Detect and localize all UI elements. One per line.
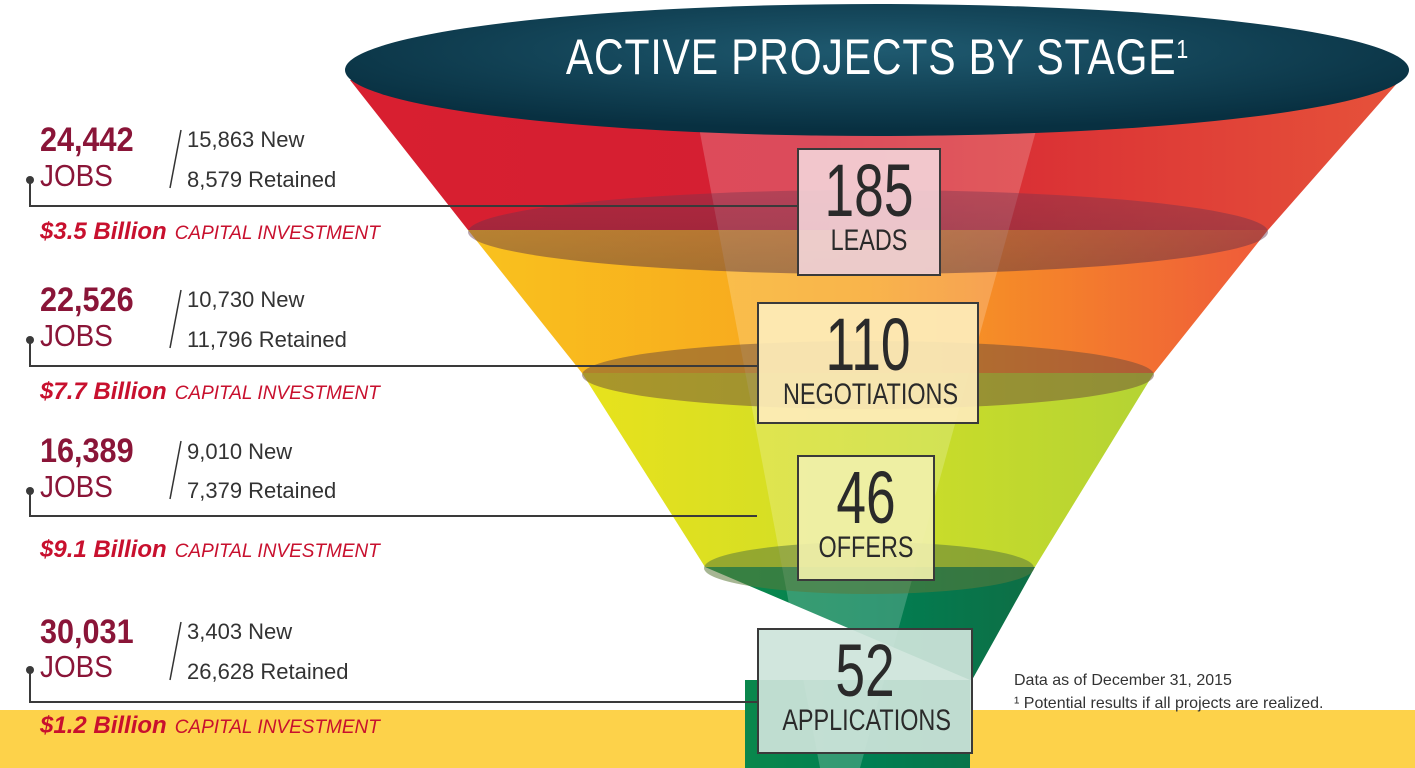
dot-4 [26, 666, 34, 674]
footnote-text: ¹ Potential results if all projects are … [1014, 695, 1324, 712]
stage-count: 46 [836, 456, 896, 539]
stage-box-applications: 52 APPLICATIONS [757, 628, 973, 754]
jobs-total: 16,389 [40, 432, 134, 470]
connector-dots [26, 176, 34, 674]
jobs-label: JOBS [40, 318, 113, 353]
jobs-slashes [169, 129, 182, 681]
jobs-total: 24,442 [40, 121, 134, 159]
slash-4 [169, 621, 182, 681]
jobs-new: 3,403 New [187, 619, 293, 644]
capital-investment: $1.2 Billion CAPITAL INVESTMENT [40, 712, 380, 740]
connector-2 [29, 340, 757, 367]
jobs-retained: 8,579 Retained [187, 167, 337, 192]
dot-1 [26, 176, 34, 184]
capital-amount: $9.1 Billion [40, 536, 167, 563]
capital-label: CAPITAL INVESTMENT [174, 541, 380, 562]
jobs-label: JOBS [40, 469, 113, 504]
jobs-new: 15,863 New [187, 127, 305, 152]
connector-lines [29, 180, 797, 703]
capital-label: CAPITAL INVESTMENT [174, 717, 380, 738]
jobs-new: 9,010 New [187, 439, 293, 464]
stage-box-offers: 46 OFFERS [797, 455, 935, 581]
connector-4 [29, 670, 757, 703]
footnote-date: Data as of December 31, 2015 [1014, 672, 1232, 689]
capital-amount: $3.5 Billion [40, 218, 167, 245]
connector-3 [29, 491, 757, 517]
stage-count: 185 [824, 149, 914, 232]
jobs-retained: 26,628 Retained [187, 659, 349, 684]
capital-investment: $9.1 Billion CAPITAL INVESTMENT [40, 536, 380, 564]
capital-amount: $1.2 Billion [40, 712, 167, 739]
slash-1 [169, 129, 182, 189]
capital-amount: $7.7 Billion [40, 378, 167, 405]
page-title: ACTIVE PROJECTS BY STAGE1 [565, 29, 1190, 85]
stage-count: 110 [825, 303, 911, 386]
jobs-label: JOBS [40, 649, 113, 684]
stage-box-negotiations: 110 NEGOTIATIONS [757, 302, 979, 424]
capital-label: CAPITAL INVESTMENT [174, 383, 380, 404]
capital-investment: $7.7 Billion CAPITAL INVESTMENT [40, 378, 380, 406]
stage-box-leads: 185 LEADS [797, 148, 941, 276]
title-ellipse [345, 4, 1409, 136]
dot-3 [26, 487, 34, 495]
dot-2 [26, 336, 34, 344]
jobs-total: 22,526 [40, 281, 134, 319]
stage-label: LEADS [830, 224, 908, 257]
slash-2 [169, 289, 182, 349]
capital-investment: $3.5 Billion CAPITAL INVESTMENT [40, 218, 380, 246]
stage-count: 52 [835, 629, 895, 712]
stage-label: NEGOTIATIONS [782, 378, 959, 411]
bottom-bar [0, 710, 1415, 768]
connector-1 [29, 180, 797, 207]
jobs-retained: 7,379 Retained [187, 478, 337, 503]
capital-label: CAPITAL INVESTMENT [174, 223, 380, 244]
jobs-label: JOBS [40, 158, 113, 193]
jobs-total: 30,031 [40, 613, 134, 651]
jobs-retained: 11,796 Retained [187, 327, 347, 352]
stage-label: APPLICATIONS [782, 704, 951, 737]
stage-label: OFFERS [818, 531, 914, 564]
slash-3 [169, 440, 182, 500]
jobs-new: 10,730 New [187, 287, 305, 312]
